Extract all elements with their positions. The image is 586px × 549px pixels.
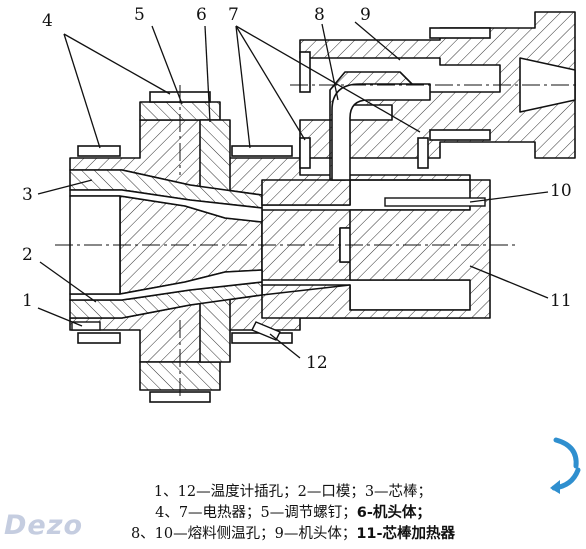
heater-band-4c [77, 332, 121, 344]
leader-7c [235, 25, 421, 133]
leader-3 [37, 179, 93, 195]
melt-temp-hole-10 [384, 197, 486, 207]
leader-4b [63, 33, 171, 95]
caption-line-2: 4、7—电热器；5—调节螺钉；6-机头体； [0, 501, 586, 522]
heater-band-7a [231, 145, 293, 157]
leader-7a [235, 25, 251, 149]
label-1: 1 [22, 291, 33, 311]
label-5: 5 [134, 5, 145, 25]
leader-11 [469, 265, 549, 299]
leader-12 [269, 333, 301, 359]
label-8: 8 [314, 5, 325, 25]
leader-6 [204, 25, 211, 123]
label-9: 9 [360, 5, 371, 25]
leader-5 [151, 25, 183, 105]
label-3: 3 [22, 185, 33, 205]
heater-band-9b [429, 27, 491, 39]
leader-8 [321, 23, 339, 101]
heater-band-9a [299, 51, 311, 93]
die-bore-lower [69, 269, 263, 301]
label-2: 2 [22, 245, 33, 265]
feed-nozzle [519, 57, 576, 113]
label-10: 10 [550, 181, 572, 201]
leader-10 [469, 191, 549, 203]
leader-4a [63, 33, 101, 149]
label-12: 12 [306, 353, 328, 373]
leader-1 [37, 307, 83, 327]
label-4: 4 [42, 11, 53, 31]
leader-7b [235, 25, 306, 141]
heater-band-7d [417, 137, 429, 169]
label-6: 6 [196, 5, 207, 25]
thermometer-hole-12 [251, 321, 281, 341]
caption-line-2-bold: 6-机头体； [356, 505, 431, 521]
feed-body [299, 11, 576, 181]
heater-band-9c [429, 129, 491, 141]
adjust-screw-bottom [139, 361, 221, 391]
refresh-arrow-icon[interactable] [548, 436, 582, 496]
caption-line-3: 8、10—熔料侧温孔；9—机头体；11-芯棒加热器 [0, 522, 586, 543]
feed-channel [331, 83, 431, 181]
label-11: 11 [550, 291, 572, 311]
caption-line-3-text: 8、10—熔料侧温孔；9—机头体； [130, 526, 357, 542]
leader-9 [354, 21, 401, 61]
caption-line-3-bold: 11-芯棒加热器 [356, 526, 456, 542]
caption-line-2-text: 4、7—电热器；5—调节螺钉； [155, 505, 357, 521]
thermometer-hole-1 [71, 321, 101, 331]
extruder-head-diagram: 4 5 6 7 8 9 3 2 1 10 11 12 [22, 5, 580, 403]
caption-line-1: 1、12—温度计插孔；2—口模；3—芯棒； [153, 484, 433, 500]
watermark-logo: Dezo [4, 510, 83, 541]
heater-band-4a [77, 145, 121, 157]
leader-2 [39, 261, 97, 303]
body-housing-right [261, 179, 491, 319]
heater-band-7c [299, 137, 311, 169]
label-7: 7 [228, 5, 239, 25]
